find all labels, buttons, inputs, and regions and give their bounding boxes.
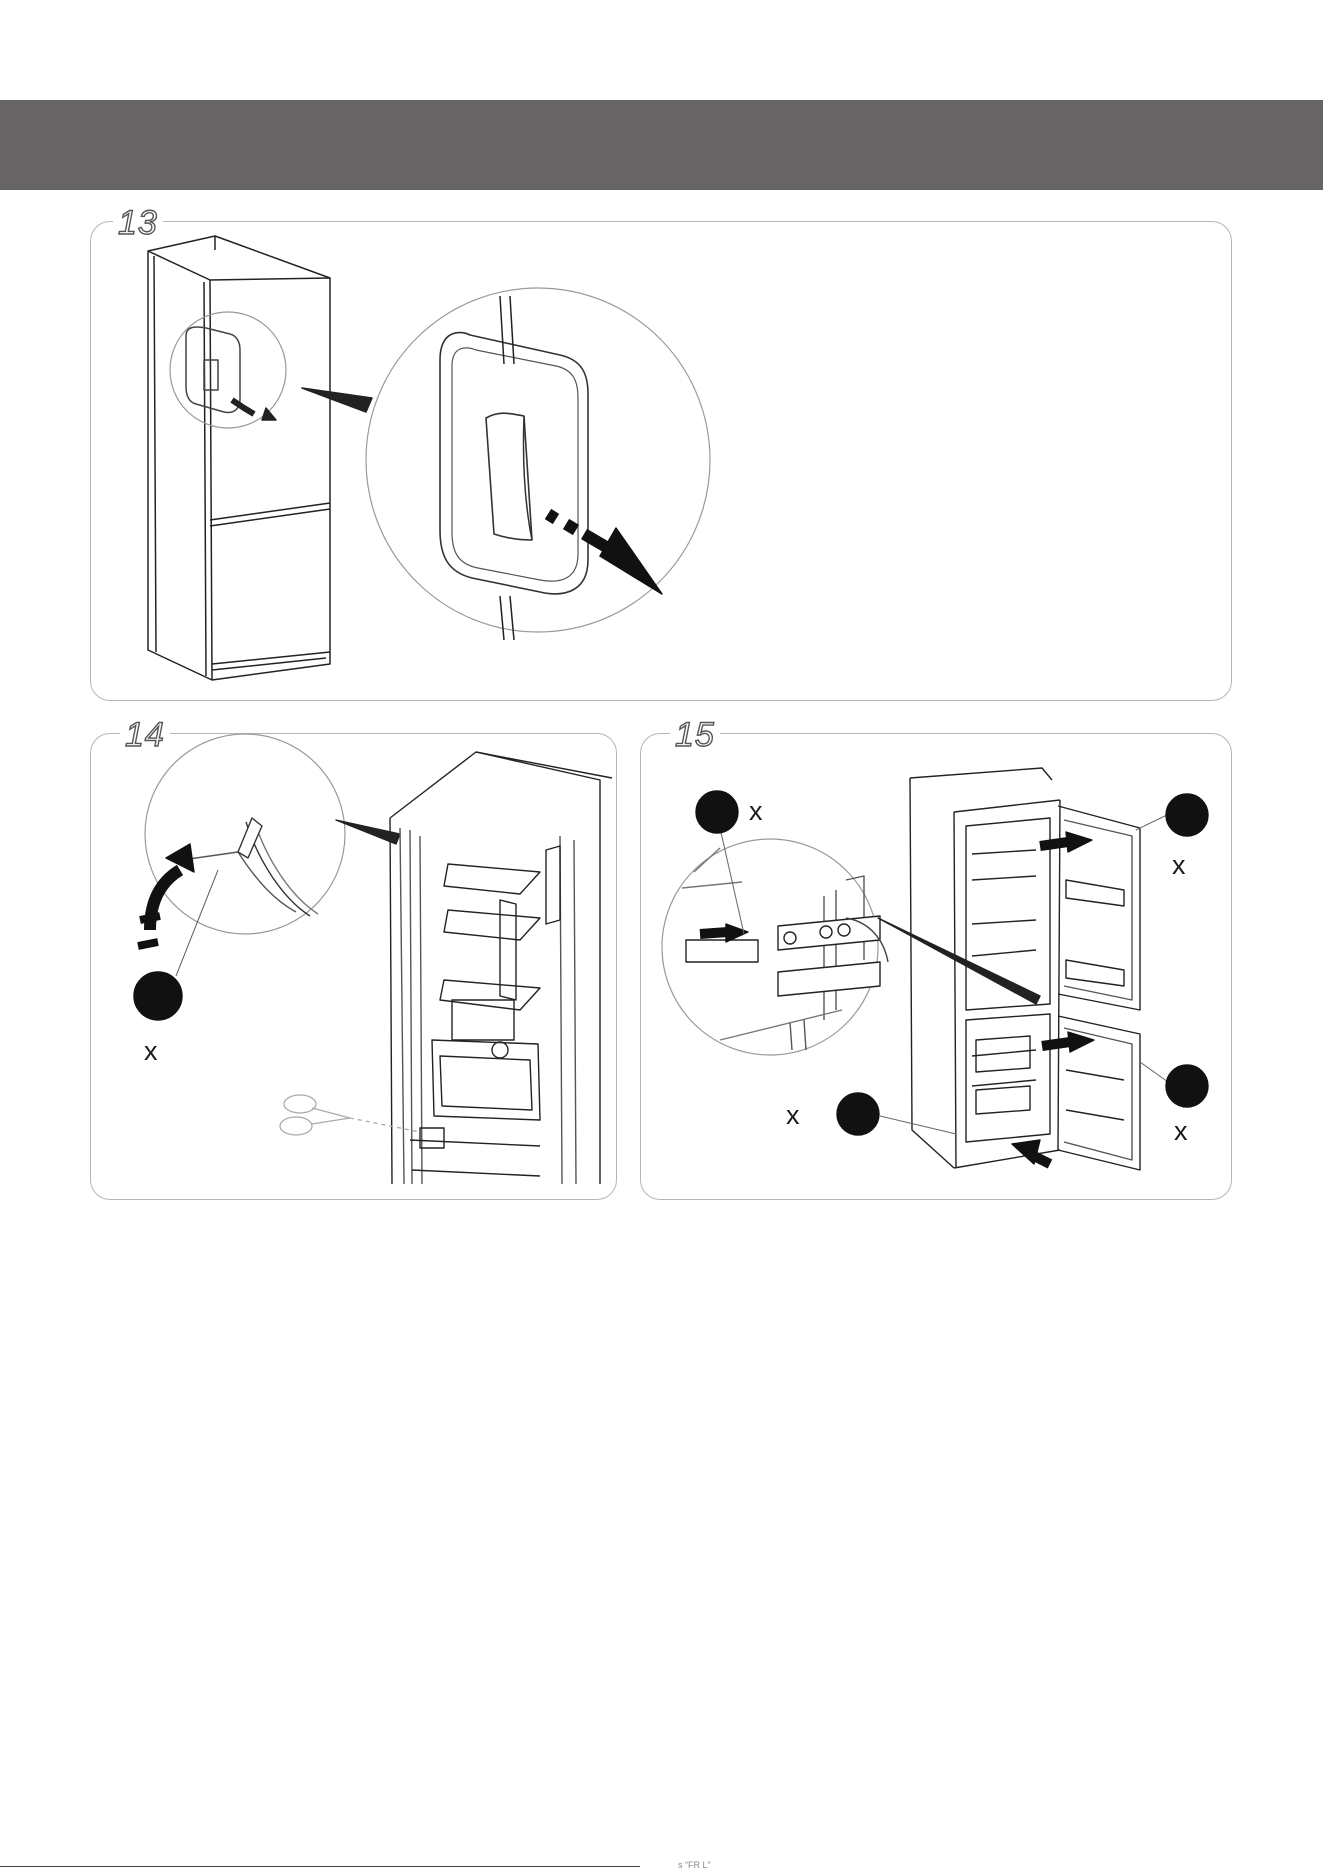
footer-text: s “FR L” — [678, 1861, 711, 1870]
step-15-quantity-label-2: x — [1172, 852, 1186, 879]
step-15-part-marker-2 — [1166, 794, 1208, 836]
footer-rule — [0, 1866, 640, 1867]
step-15-part-marker-3 — [1166, 1065, 1208, 1107]
step-15-part-marker-4 — [837, 1093, 879, 1135]
step-15-quantity-label-1: x — [749, 798, 763, 825]
step-15-quantity-label-4: x — [786, 1102, 800, 1129]
step-15-quantity-label-3: x — [1174, 1118, 1188, 1145]
step-15-part-marker-1 — [696, 791, 738, 833]
